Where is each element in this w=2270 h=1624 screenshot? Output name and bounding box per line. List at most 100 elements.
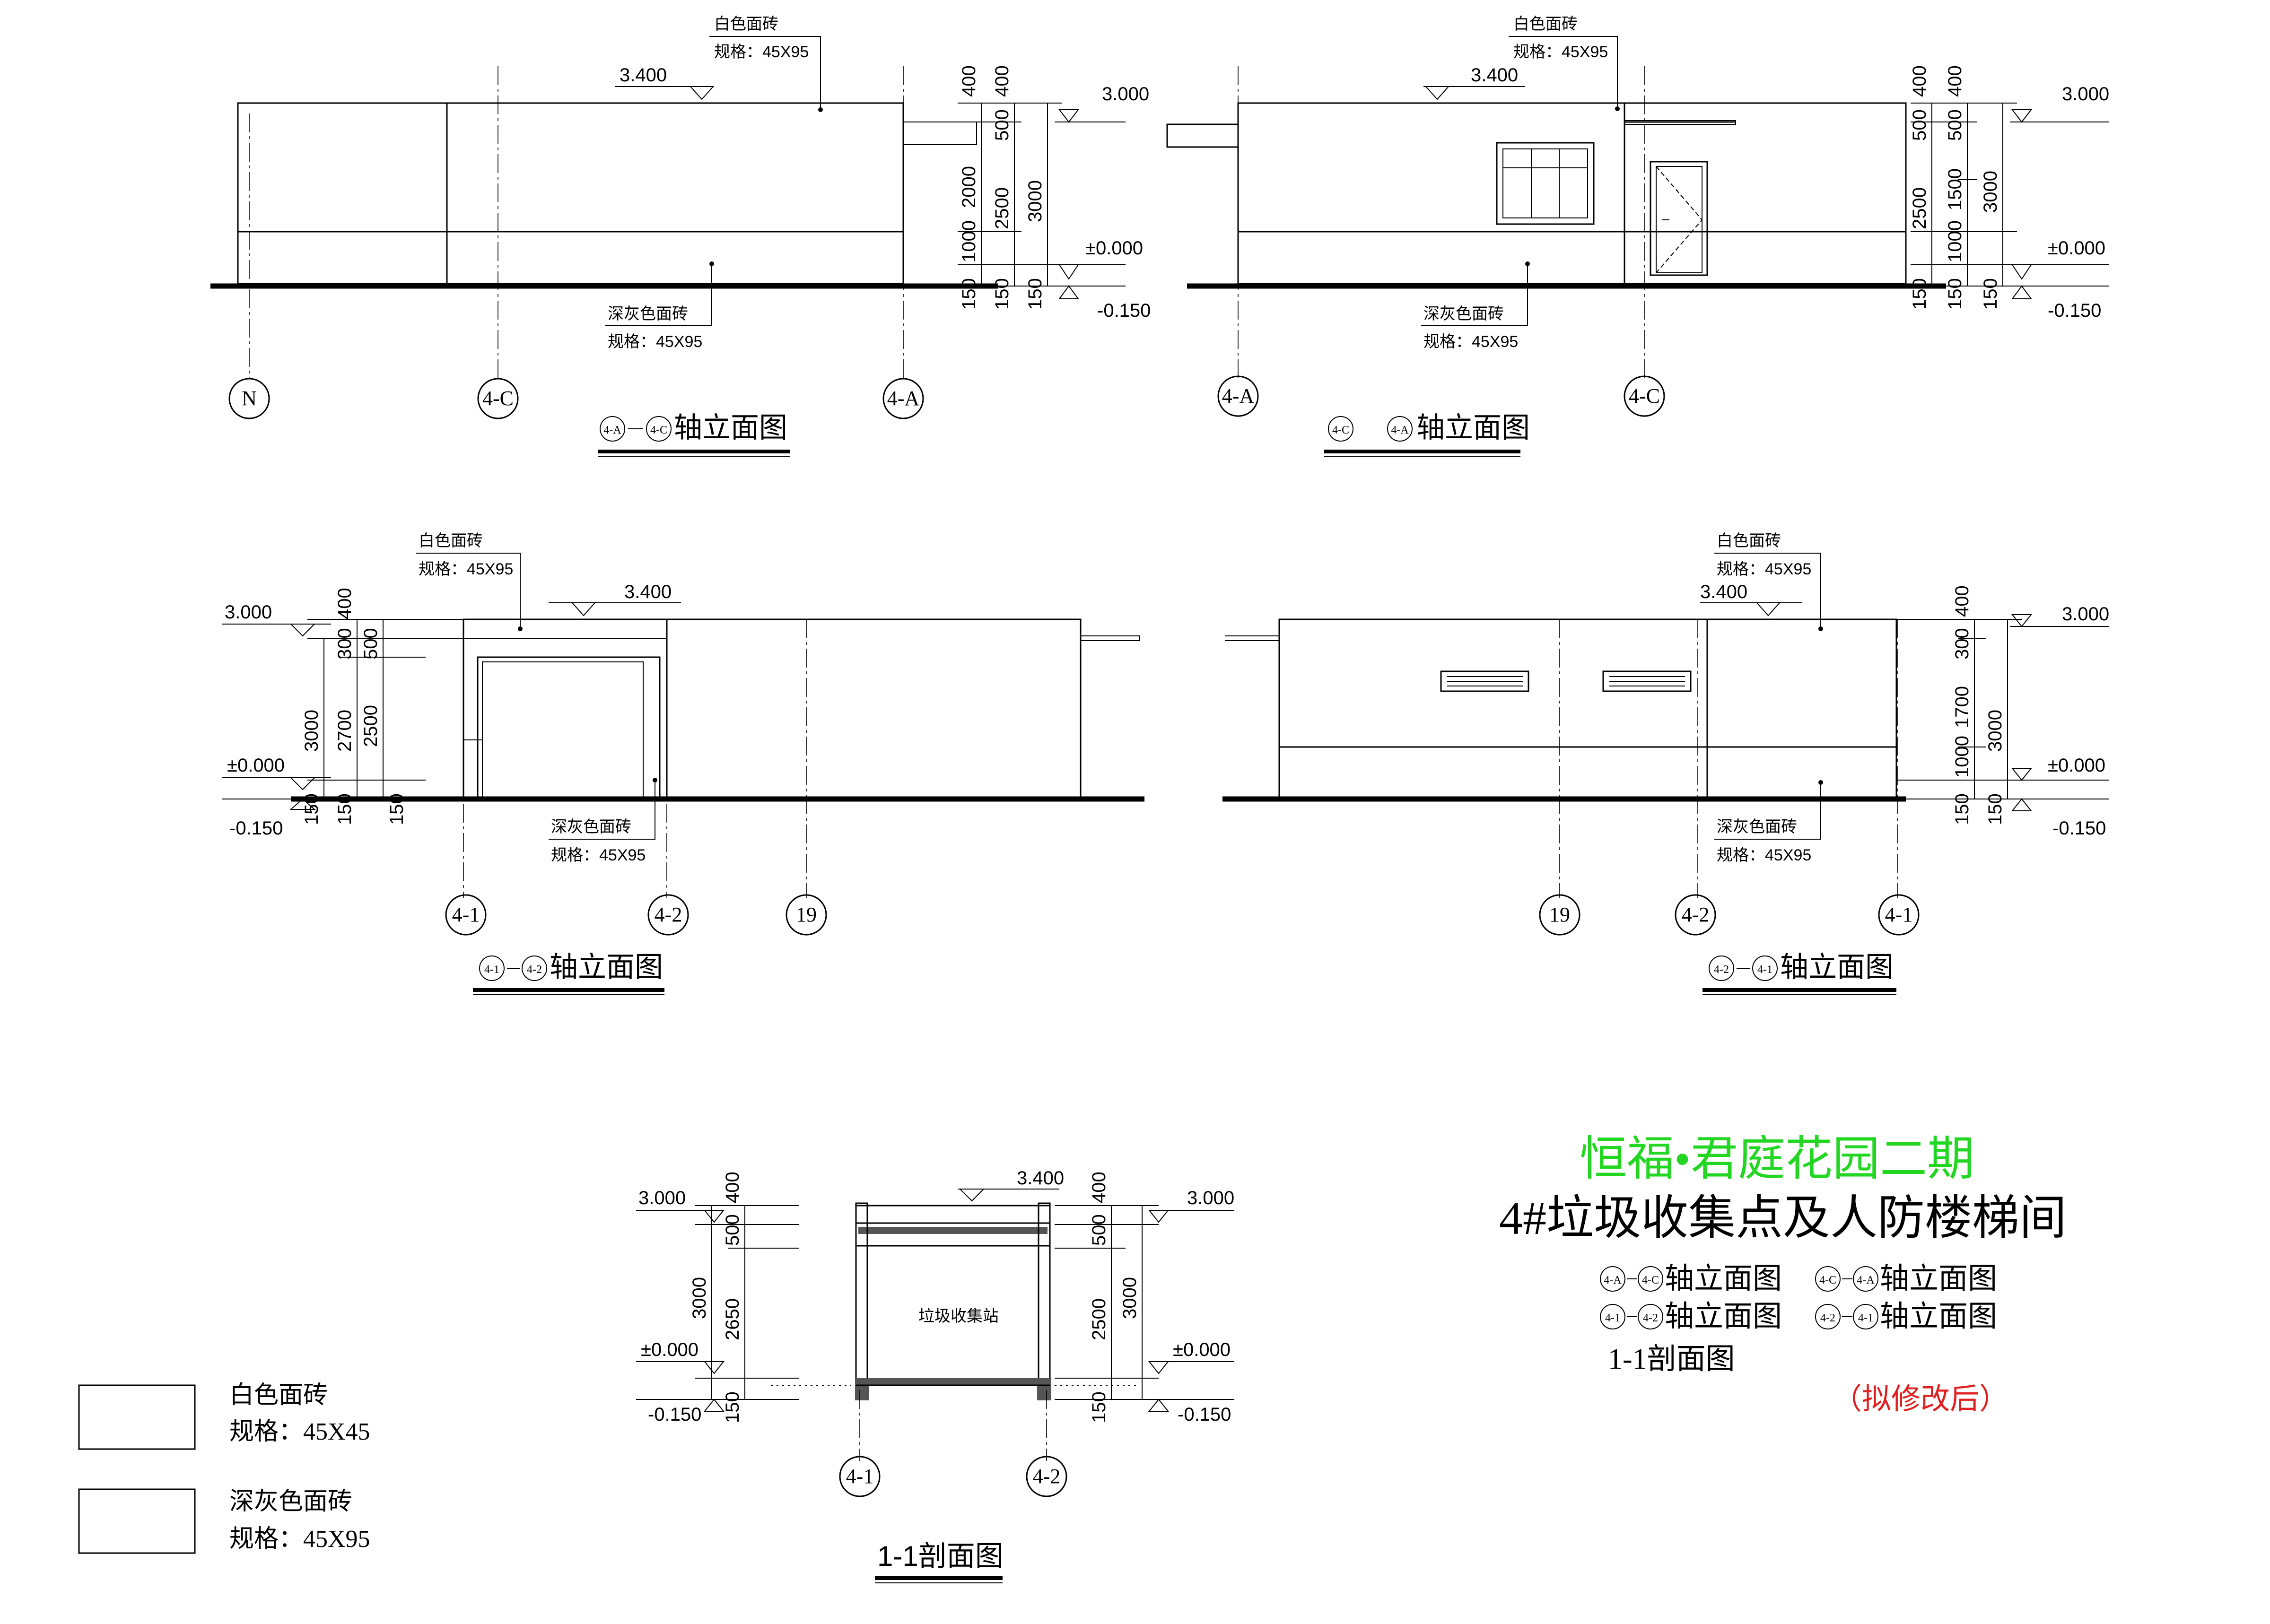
- elev-top: 3.400: [1017, 1168, 1064, 1189]
- wall-upper-white-tile: [237, 102, 904, 233]
- axis-19-label: 19: [796, 903, 817, 926]
- label-spec: 规格：45X95: [419, 560, 513, 578]
- axis-4a-label: 4-A: [887, 387, 920, 410]
- wall-dark-tile: [1278, 746, 1897, 800]
- elev-ground: ±0.000: [2048, 238, 2105, 259]
- label-white-tile: 白色面砖: [1717, 532, 1781, 550]
- louver-window-right: [1602, 670, 1692, 692]
- list-axis-b: 4-A: [1857, 1274, 1875, 1286]
- dim-text: 3000: [1025, 180, 1046, 222]
- dim-text: 2500: [992, 187, 1013, 229]
- axis-bubble-4c: [477, 378, 519, 419]
- label-white-tile: 白色面砖: [714, 15, 778, 33]
- wall-white-tile: [463, 618, 1082, 800]
- elev-ground: ±0.000: [1173, 1339, 1231, 1360]
- title-axis-a: 4-1: [484, 964, 499, 976]
- axis-4a-label: 4-A: [1222, 384, 1255, 408]
- elev-roof: 3.000: [1187, 1188, 1234, 1208]
- dim-text: 400: [1952, 585, 1973, 617]
- dim-text: 500: [992, 109, 1013, 141]
- dim-text: 150: [386, 793, 407, 825]
- dim-text: 3000: [301, 710, 322, 752]
- canopy-left: [1166, 123, 1239, 148]
- label-spec: 规格：45X95: [714, 43, 809, 61]
- elev-roof: 3.000: [2062, 84, 2109, 104]
- elev-roof: 3.000: [638, 1188, 686, 1208]
- elev-top: 3.400: [620, 65, 667, 86]
- label-dark-tile: 深灰色面砖: [1423, 305, 1504, 323]
- dim-text: 1700: [1952, 686, 1973, 728]
- wall-lower-dark-tile: [1237, 231, 1907, 285]
- building-name: 4#垃圾收集点及人防楼梯间: [1499, 1192, 2067, 1244]
- dim-text: 500: [1089, 1214, 1109, 1246]
- title-axis-a: 4-A: [603, 424, 621, 436]
- list-axis-b: 4-1: [1858, 1312, 1873, 1324]
- dim-text: 1500: [1945, 168, 1965, 210]
- elevation-view-4: 19 4-2 4-1 白色面砖 规格：45X95 深灰色面砖 规格：45X95 …: [1222, 532, 2109, 995]
- title-block: 恒福•君庭花园二期 4#垃圾收集点及人防楼梯间 4-A 4-C 轴立面图 4-C…: [1499, 1133, 2067, 1416]
- revision-note: （拟修改后）: [1833, 1383, 2008, 1416]
- wall-white-tile: [1278, 618, 1897, 748]
- dim-text: 400: [1909, 65, 1930, 97]
- dim-text: 400: [992, 65, 1013, 97]
- elev-ground: ±0.000: [2048, 755, 2105, 776]
- axis-4-2-label: 4-2: [1682, 903, 1710, 926]
- label-spec: 规格：45X95: [1423, 333, 1518, 351]
- view-title-1: 轴立面图: [674, 412, 787, 443]
- axis-4-2-label: 4-2: [655, 903, 682, 926]
- elev-bottom: -0.150: [229, 818, 283, 839]
- dim-text: 500: [360, 628, 381, 660]
- section-title: 1-1剖面图: [877, 1540, 1004, 1572]
- elev-top: 3.400: [1700, 582, 1747, 602]
- title-axis-a: 4-2: [1714, 964, 1729, 976]
- window: [1496, 142, 1595, 225]
- elevation-view-2: 4-A 4-C 白色面砖 规格：45X95 深灰色面砖 规格：45X95 3.4…: [1166, 15, 2109, 457]
- elev-roof: 3.000: [1102, 84, 1149, 104]
- elev-top: 3.400: [624, 582, 672, 602]
- dim-text: 3000: [1119, 1277, 1140, 1319]
- dim-text: 150: [1985, 793, 2006, 825]
- dim-text: 2650: [722, 1298, 743, 1340]
- label-spec: 规格：45X95: [1513, 43, 1608, 61]
- elevation-view-1: N 4-C 4-A 白色面砖 规格：45X95 深灰色面砖 规格：45X95 3…: [210, 15, 1151, 457]
- elev-bottom: -0.150: [1178, 1404, 1231, 1425]
- axis-bubble-n: [228, 378, 270, 419]
- view-title-3: 轴立面图: [550, 951, 663, 983]
- dim-text: 3000: [1980, 171, 2001, 213]
- dim-text: 3000: [1985, 710, 2006, 752]
- dim-text: 400: [1945, 65, 1965, 97]
- axis-n-label: N: [242, 387, 257, 410]
- elev-bottom: -0.150: [2048, 300, 2101, 321]
- dim-text: 150: [959, 278, 979, 310]
- label-white-tile: 白色面砖: [419, 532, 483, 550]
- dim-text: 2700: [334, 710, 355, 752]
- dim-text: 400: [959, 65, 979, 97]
- title-axis-b: 4-A: [1391, 424, 1409, 436]
- axis-4-1-label: 4-1: [452, 903, 480, 926]
- dim-text: 500: [722, 1214, 743, 1246]
- view-title-2: 轴立面图: [1416, 412, 1530, 443]
- axis-4c-label: 4-C: [482, 387, 514, 410]
- dim-text: 150: [1025, 278, 1046, 310]
- dim-text: 150: [992, 278, 1013, 310]
- label-dark-tile: 深灰色面砖: [1717, 818, 1797, 836]
- axis-4-1-label: 4-1: [846, 1465, 874, 1488]
- label-spec: 规格：45X95: [1717, 560, 1811, 578]
- legend-spec: 规格：45X45: [229, 1418, 370, 1445]
- dim-text: 500: [1909, 109, 1930, 141]
- dim-text: 150: [1980, 278, 2001, 310]
- list-item-label: 轴立面图: [1665, 1301, 1782, 1333]
- axis-bubble-4a: [882, 378, 924, 419]
- list-item-label: 轴立面图: [1880, 1301, 1997, 1333]
- louver-window-left: [1440, 670, 1529, 692]
- dim-text: 150: [1952, 793, 1973, 825]
- dim-text: 400: [1089, 1172, 1109, 1203]
- legend-label: 深灰色面砖: [229, 1488, 352, 1515]
- elev-bottom: -0.150: [2052, 818, 2106, 839]
- list-axis-b: 4-C: [1642, 1274, 1659, 1286]
- wall-lower-dark-tile: [237, 231, 904, 285]
- dim-text: 2000: [959, 166, 979, 208]
- dim-text: 300: [1952, 628, 1973, 660]
- list-axis-a: 4-C: [1819, 1274, 1836, 1286]
- axis-4-1-label: 4-1: [1885, 903, 1913, 926]
